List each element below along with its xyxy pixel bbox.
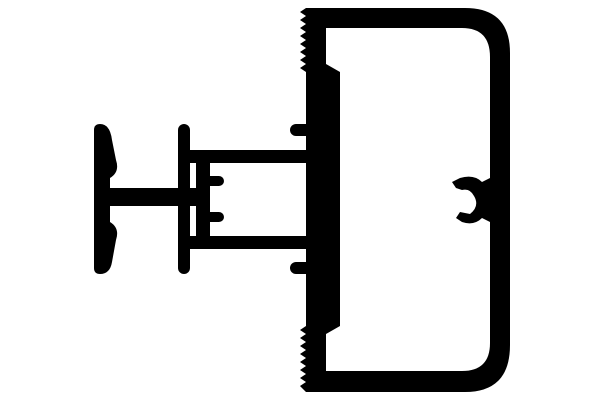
lower-web (186, 236, 328, 249)
cross-bar (104, 188, 200, 206)
serrated-teeth-bottom (300, 326, 306, 392)
chamber-outer-wall (306, 8, 510, 392)
serrated-teeth-top (300, 8, 306, 72)
fin-1 (200, 176, 224, 186)
t-head-flange (94, 124, 118, 274)
upper-hook (290, 124, 340, 136)
lower-hook (290, 262, 340, 274)
wall-hooks (290, 124, 340, 274)
connecting-webs (186, 150, 328, 249)
hollow-chamber (300, 8, 510, 392)
upper-web (186, 150, 328, 163)
fin-2 (200, 212, 224, 222)
